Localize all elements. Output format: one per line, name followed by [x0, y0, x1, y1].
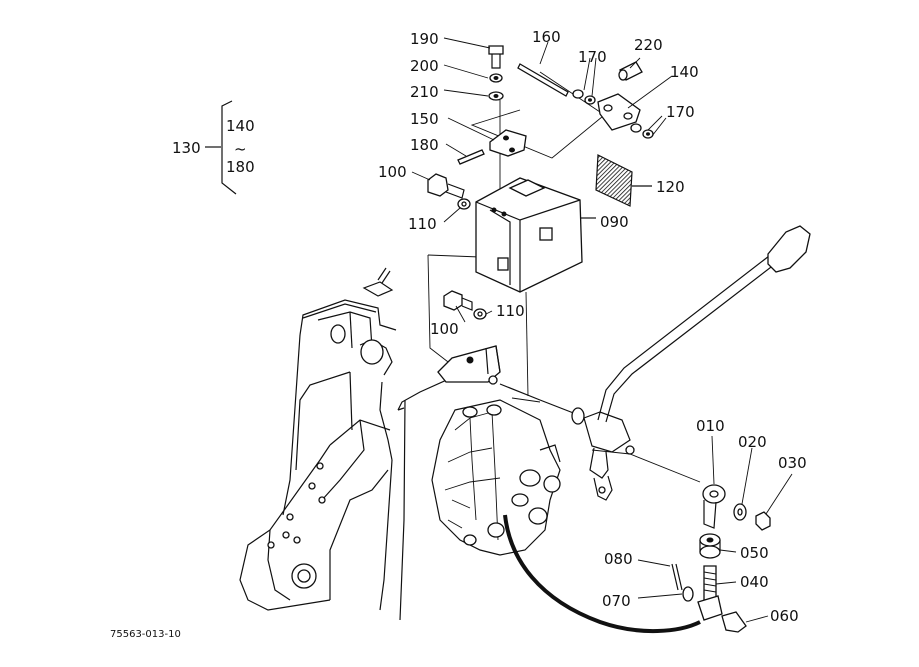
rod-160 [517, 63, 569, 97]
link-140 [597, 93, 641, 131]
control-lever [571, 225, 811, 501]
label-030: 030 [778, 454, 807, 472]
bolt-040 [703, 565, 717, 601]
label-160: 160 [532, 28, 561, 46]
cotter-pin-080 [671, 563, 683, 591]
label-200: 200 [410, 57, 439, 75]
clevis-060 [697, 595, 747, 633]
label-bracket-sep: ~ [234, 140, 247, 158]
hydraulic-hose [503, 514, 701, 634]
label-080: 080 [604, 550, 633, 568]
label-060: 060 [770, 607, 799, 625]
washer-070 [682, 586, 694, 602]
label-220: 220 [634, 36, 663, 54]
control-valve [431, 399, 561, 556]
label-070: 070 [602, 592, 631, 610]
label-110-lower: 110 [496, 302, 525, 320]
label-190: 190 [410, 30, 439, 48]
bolt-100-upper [427, 173, 471, 210]
label-100-lower: 100 [430, 320, 459, 338]
bracket-150 [489, 129, 527, 157]
part-labels: 190 200 210 150 180 100 110 160 170 220 … [378, 28, 807, 625]
collar-220 [618, 61, 643, 81]
label-150: 150 [410, 110, 439, 128]
label-130: 130 [172, 139, 201, 157]
label-180: 180 [410, 136, 439, 154]
label-bracket-140: 140 [226, 117, 255, 135]
pin-180 [457, 149, 485, 165]
label-120: 120 [656, 178, 685, 196]
label-020: 020 [738, 433, 767, 451]
nuts-170-upper [572, 89, 596, 105]
label-bracket-180: 180 [226, 158, 255, 176]
nuts-170-lower [630, 123, 654, 139]
label-010: 010 [696, 417, 725, 435]
bolt-190 [488, 45, 504, 101]
washer-020-hole [737, 508, 743, 516]
label-050: 050 [740, 544, 769, 562]
nut-030 [755, 511, 771, 531]
label-170-lower: 170 [666, 103, 695, 121]
rod-end-010 [702, 484, 726, 529]
cover-090 [475, 177, 596, 293]
tractor-frame [239, 267, 406, 621]
assembly-guide-lines [427, 71, 701, 483]
shift-bracket [437, 345, 501, 385]
label-140: 140 [670, 63, 699, 81]
bolt-100-lower [443, 290, 487, 320]
label-170-upper: 170 [578, 48, 607, 66]
group-bracket-130: 130 140 ~ 180 [172, 100, 255, 195]
leader-lines [411, 37, 793, 623]
label-plate-120 [595, 154, 652, 207]
label-090: 090 [600, 213, 629, 231]
spacer-050 [699, 533, 721, 559]
label-210: 210 [410, 83, 439, 101]
label-040: 040 [740, 573, 769, 591]
control-rod [397, 373, 577, 415]
label-110-upper: 110 [408, 215, 437, 233]
label-100-upper: 100 [378, 163, 407, 181]
drawing-code: 75563-013-10 [110, 629, 181, 640]
